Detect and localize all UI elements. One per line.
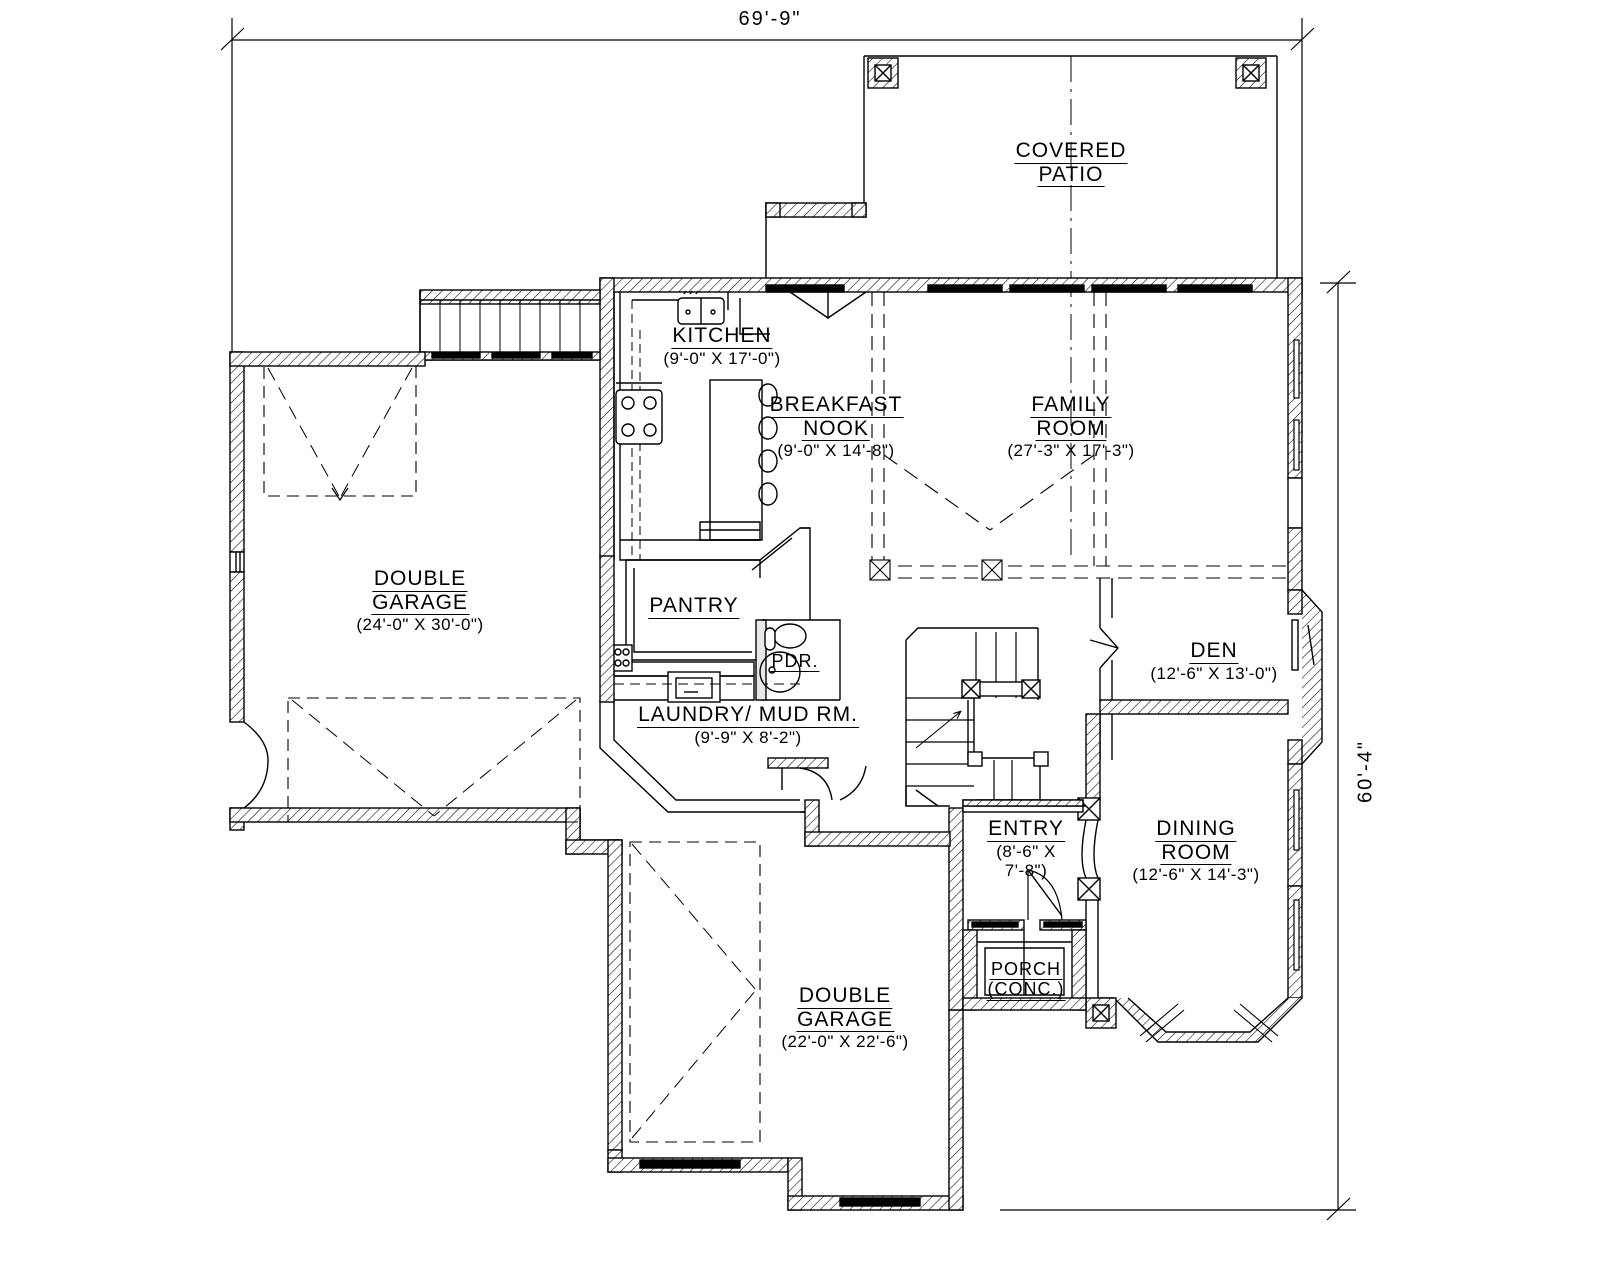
dimension-label-width: 69'-9" xyxy=(738,8,802,30)
room-label-double-garage-lower: DOUBLE GARAGE (22'-0" X 22'-6") xyxy=(781,984,909,1052)
room-label-porch: PORCH (CONC.) xyxy=(986,959,1066,1001)
porch xyxy=(962,929,1087,1011)
service-rooms xyxy=(599,527,951,847)
room-label-double-garage-upper: DOUBLE GARAGE (24'-0" X 30'-0") xyxy=(356,567,484,635)
kitchen-area xyxy=(599,277,1253,561)
main-stairs xyxy=(905,627,1049,807)
dimension-lines xyxy=(220,18,1356,1221)
room-label-covered-patio: COVERED PATIO xyxy=(1014,139,1128,188)
room-label-breakfast-nook: BREAKFAST NOOK (9'-0" X 14'-8") xyxy=(768,393,904,461)
ceiling-lines xyxy=(869,292,1288,581)
room-label-entry: ENTRY (8'-6" X 7'-8") xyxy=(987,817,1065,881)
double-garage-upper xyxy=(229,351,623,855)
windows xyxy=(1139,339,1300,1043)
entry-dining xyxy=(962,713,1101,998)
deck-stairs xyxy=(419,289,601,361)
room-label-den: DEN (12'-6" X 13'-0") xyxy=(1150,639,1278,683)
room-label-dining-room: DINING ROOM (12'-6" X 14'-3") xyxy=(1132,817,1260,885)
room-label-pantry: PANTRY xyxy=(648,594,740,619)
room-label-family-room: FAMILY ROOM (27'-3" X 17'-3") xyxy=(1007,393,1135,461)
room-label-powder-room: PDR. xyxy=(770,651,820,673)
room-label-laundry-mud-room: LAUNDRY/ MUD RM. (9'-9" X 8'-2") xyxy=(637,703,859,747)
covered-patio-outline xyxy=(765,55,1278,560)
double-garage-lower xyxy=(607,807,964,1211)
room-label-kitchen: KITCHEN (9'-0" X 17'-0") xyxy=(663,324,781,368)
dimension-label-depth: 60'-4" xyxy=(1354,740,1377,803)
